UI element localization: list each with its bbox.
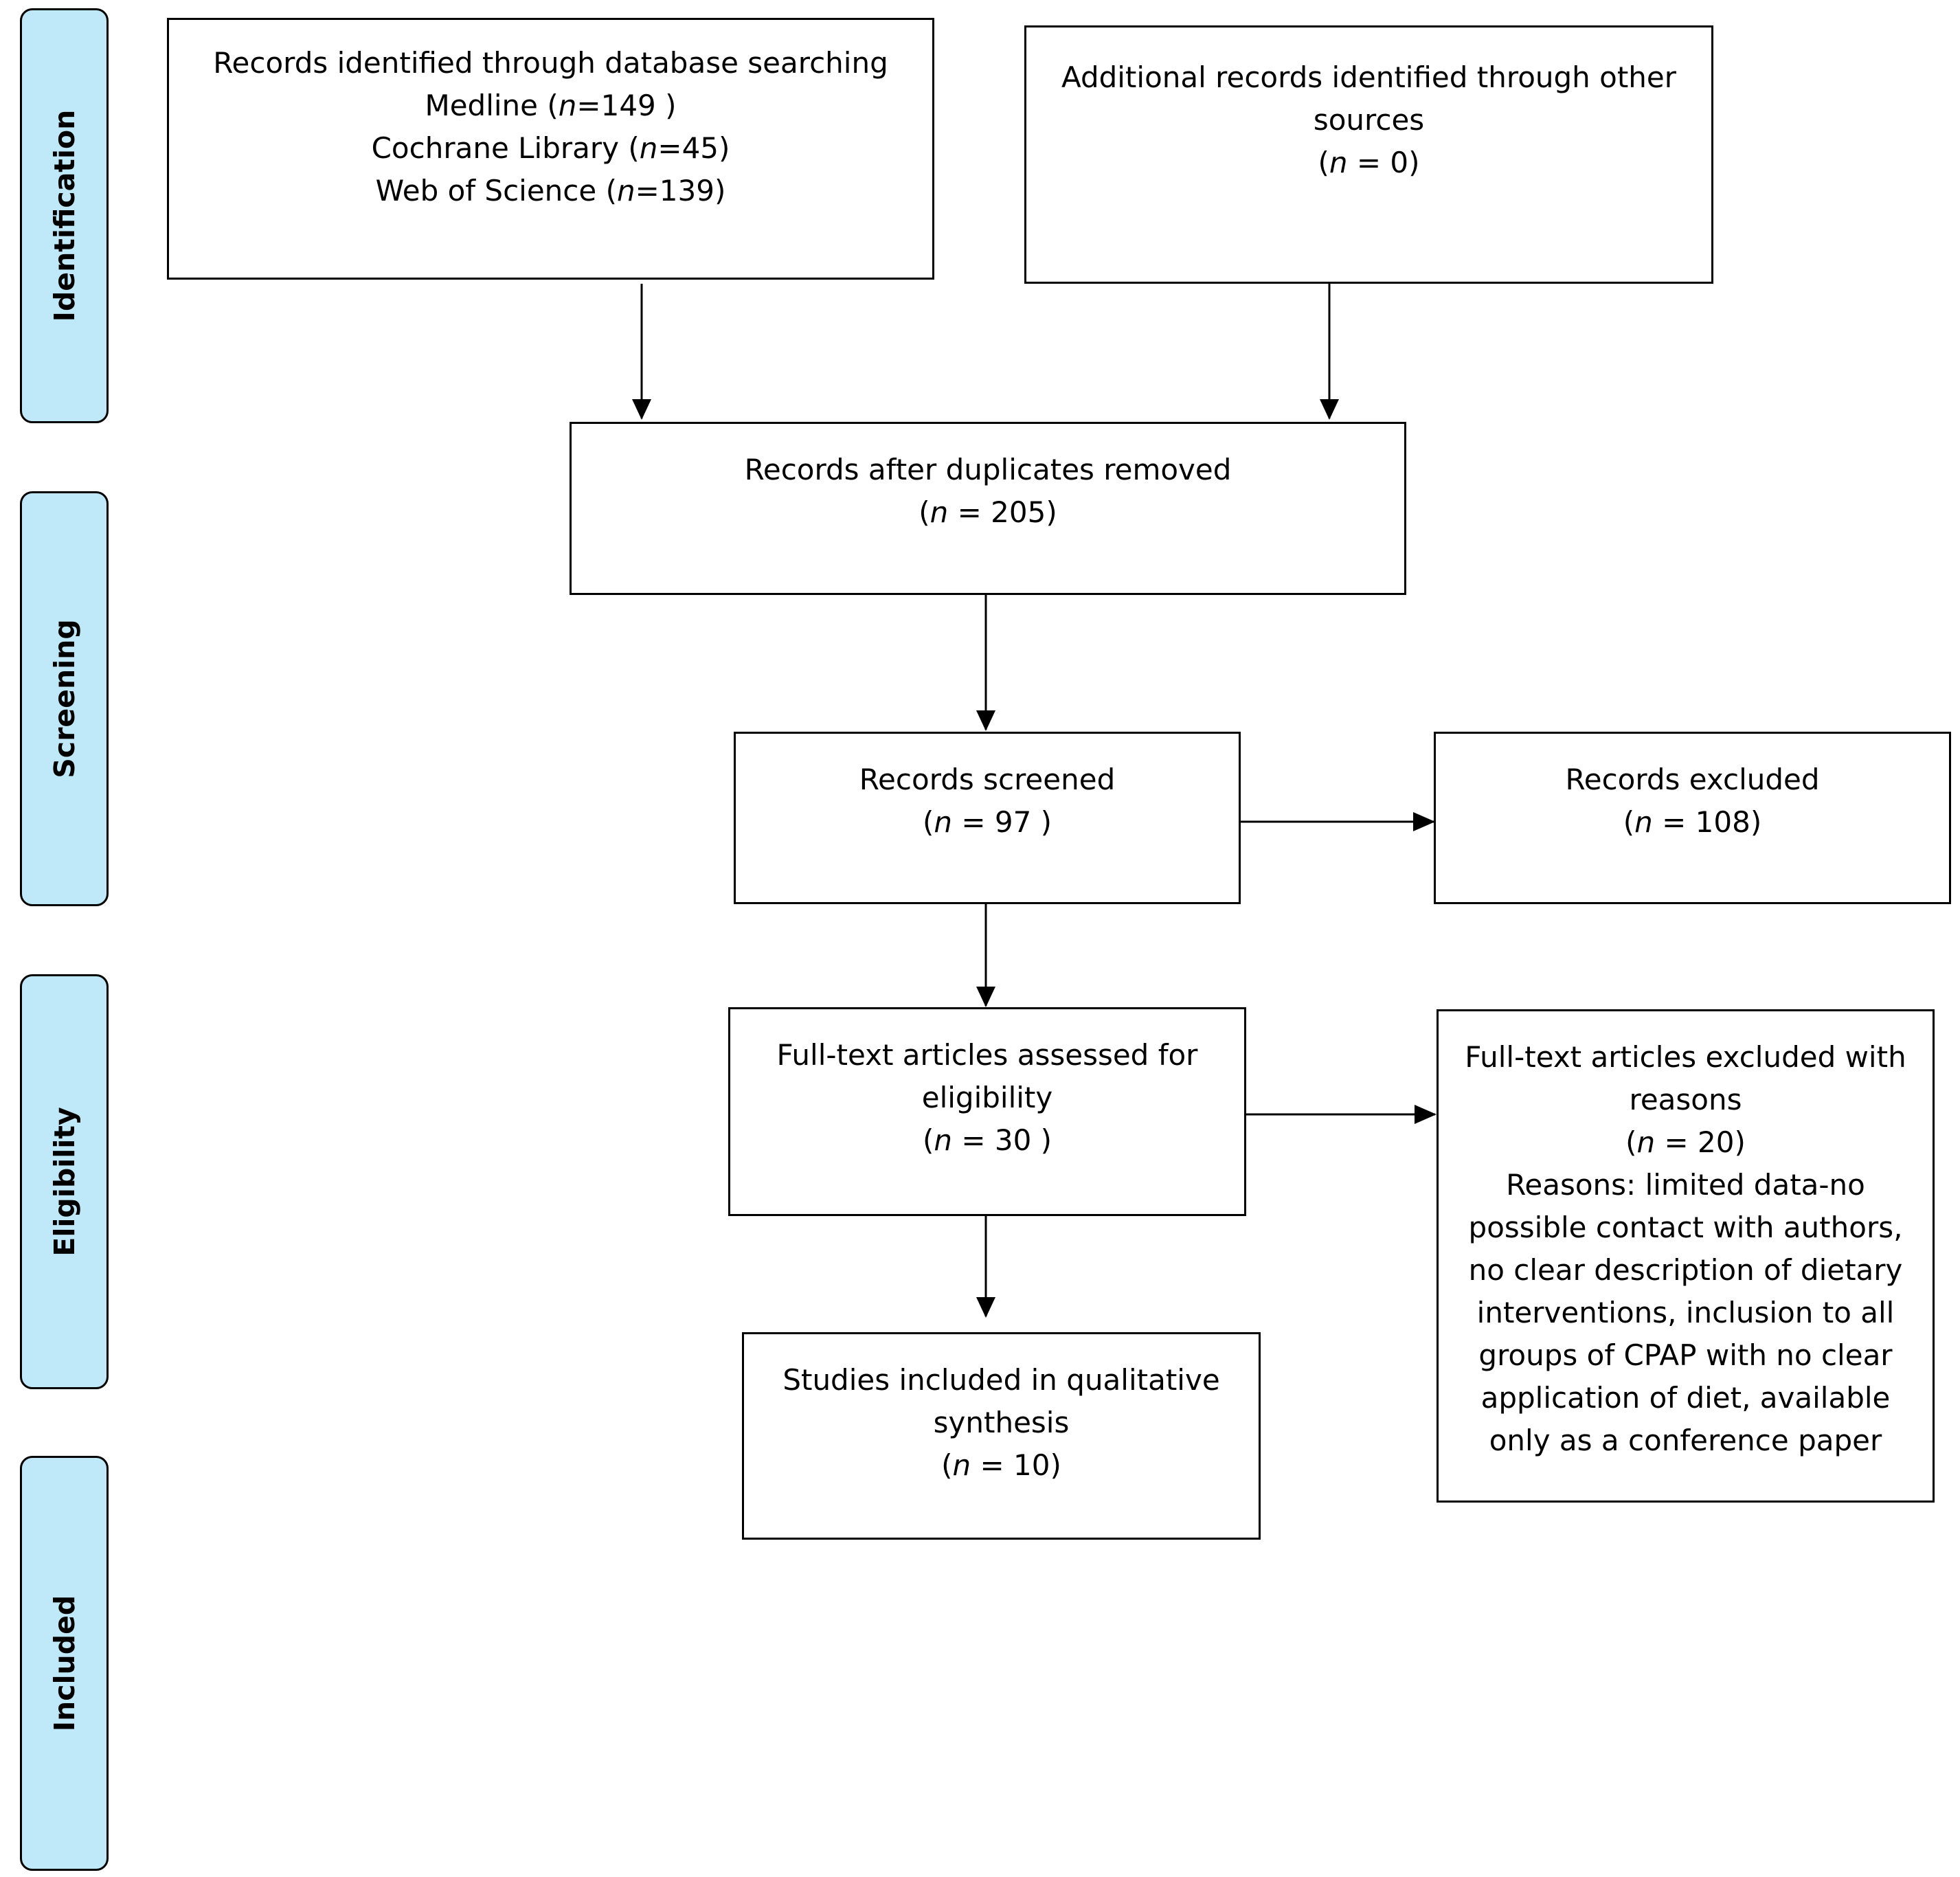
- box-records-excluded: Records excluded (n = 108): [1434, 732, 1951, 904]
- box-fulltext-assessed: Full-text articles assessed for eligibil…: [728, 1007, 1246, 1216]
- box-title-line1: Additional records identified through ot…: [1061, 60, 1677, 94]
- box-title-line1: Full-text articles excluded with: [1465, 1040, 1906, 1074]
- box-title-line2: eligibility: [921, 1081, 1053, 1114]
- stage-label: Eligibility: [47, 1107, 81, 1257]
- reason-line: no clear description of dietary: [1468, 1253, 1903, 1287]
- arrowhead-screened-to-fulltext: [976, 987, 995, 1007]
- stage-eligibility: Eligibility: [20, 974, 109, 1389]
- source-web-of-science: Web of Science (n=139): [375, 174, 726, 207]
- source-cochrane: Cochrane Library (n=45): [371, 131, 730, 165]
- stage-screening: Screening: [20, 491, 109, 906]
- box-duplicates-removed: Records after duplicates removed (n = 20…: [570, 422, 1406, 595]
- stage-label: Included: [47, 1595, 81, 1732]
- stage-included: Included: [20, 1456, 109, 1871]
- box-fulltext-excluded: Full-text articles excluded with reasons…: [1437, 1009, 1935, 1503]
- stage-label: Identification: [47, 109, 81, 322]
- reason-line: groups of CPAP with no clear: [1478, 1338, 1893, 1372]
- box-title-line2: synthesis: [933, 1406, 1070, 1439]
- box-count: (n = 205): [919, 495, 1057, 529]
- box-count: (n = 97 ): [922, 805, 1052, 839]
- stage-label: Screening: [47, 619, 81, 778]
- reason-line: Reasons: limited data-no: [1506, 1168, 1865, 1202]
- box-title: Records identified through database sear…: [213, 46, 888, 80]
- arrowhead-database-to-duplicates: [632, 399, 651, 420]
- box-title: Records screened: [859, 763, 1116, 796]
- box-count: (n = 0): [1318, 146, 1420, 179]
- box-title: Records excluded: [1565, 763, 1820, 796]
- arrowhead-fulltext-to-fulltext-excluded: [1415, 1105, 1437, 1124]
- box-count: (n = 108): [1623, 805, 1762, 839]
- box-title-line1: Full-text articles assessed for: [776, 1038, 1198, 1072]
- reason-line: interventions, inclusion to all: [1476, 1296, 1895, 1329]
- box-count: (n = 10): [941, 1448, 1061, 1482]
- arrowhead-screened-to-excluded: [1413, 812, 1435, 831]
- box-studies-included: Studies included in qualitative synthesi…: [742, 1332, 1261, 1540]
- box-title: Records after duplicates removed: [744, 453, 1232, 486]
- box-count: (n = 30 ): [922, 1123, 1052, 1157]
- arrowhead-other-to-duplicates: [1320, 399, 1339, 420]
- box-title-line2: reasons: [1629, 1083, 1742, 1116]
- box-other-sources: Additional records identified through ot…: [1024, 25, 1713, 284]
- reason-line: only as a conference paper: [1489, 1424, 1882, 1457]
- box-title-line1: Studies included in qualitative: [782, 1363, 1220, 1397]
- stage-identification: Identification: [20, 8, 109, 423]
- reason-line: application of diet, available: [1480, 1381, 1891, 1415]
- box-count: (n = 20): [1625, 1125, 1746, 1159]
- source-medline: Medline (n=149 ): [425, 89, 677, 122]
- box-records-screened: Records screened (n = 97 ): [734, 732, 1241, 904]
- box-title-line2: sources: [1313, 103, 1425, 137]
- arrowhead-duplicates-to-screened: [976, 710, 995, 731]
- reason-line: possible contact with authors,: [1468, 1211, 1903, 1244]
- arrowhead-fulltext-to-included: [976, 1297, 995, 1318]
- box-database-search: Records identified through database sear…: [167, 18, 934, 280]
